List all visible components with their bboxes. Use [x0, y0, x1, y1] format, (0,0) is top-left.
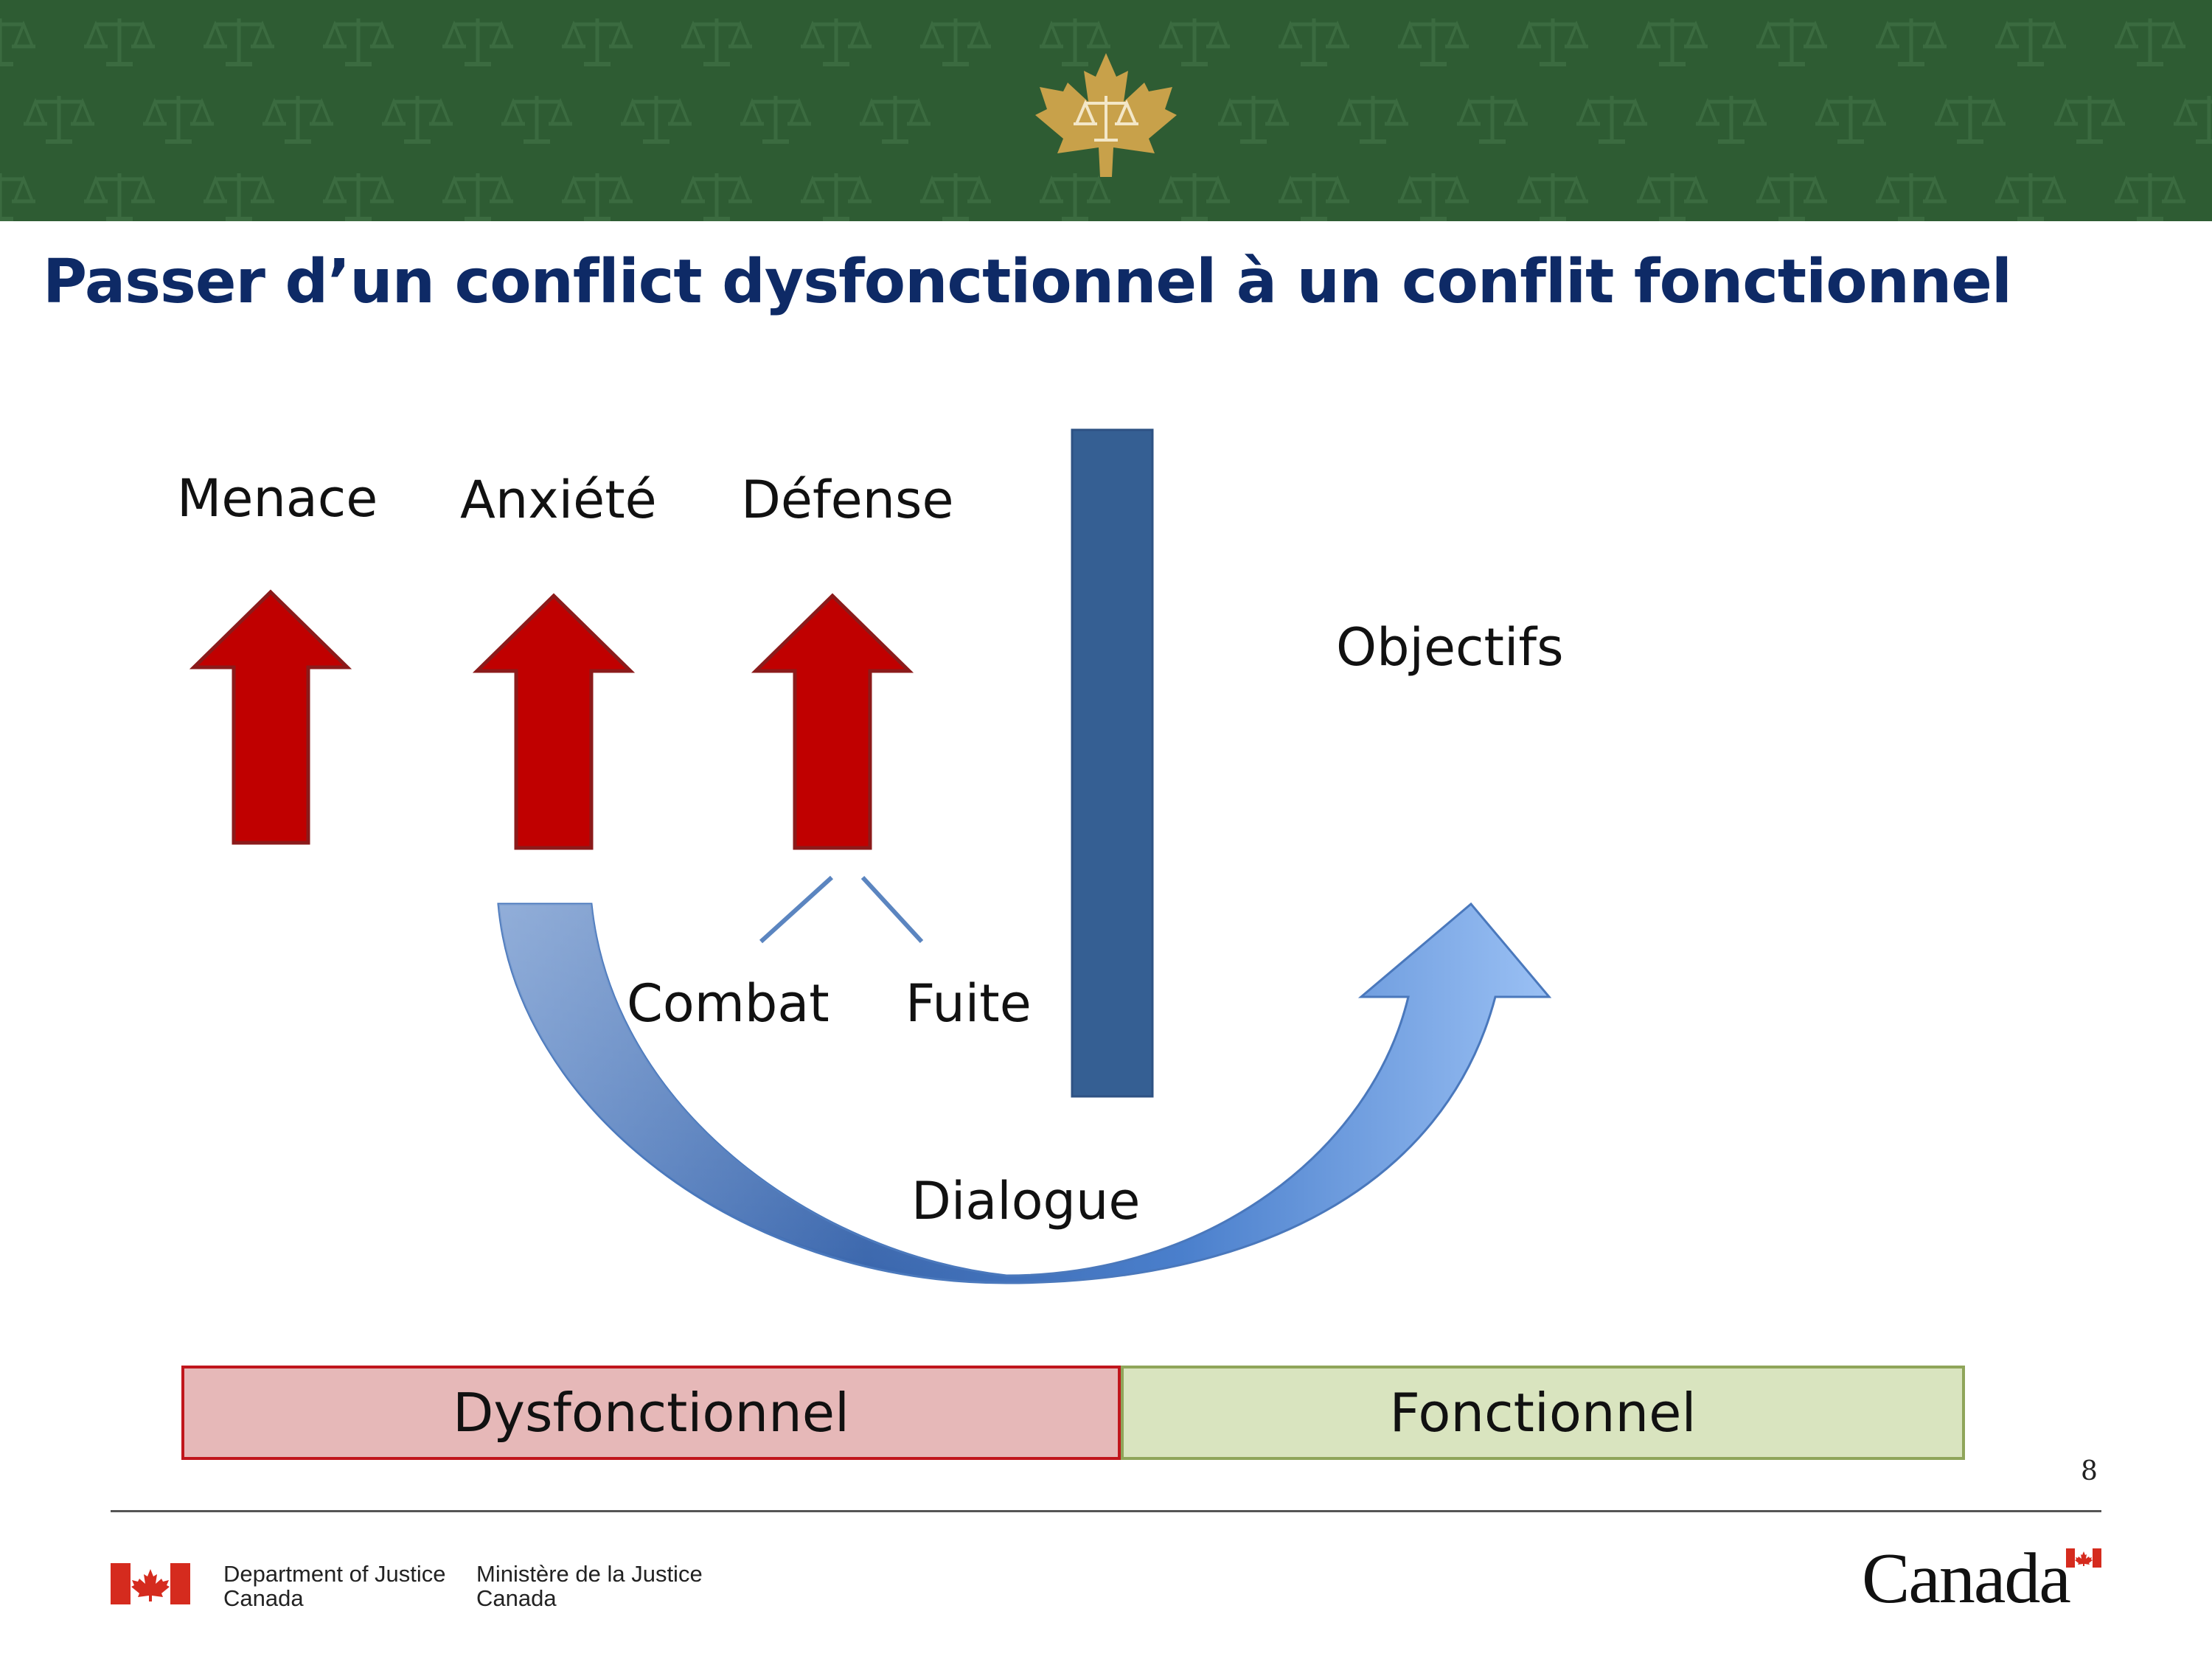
up-arrow-defense: [751, 593, 914, 850]
department-name-en: Department of Justice Canada: [223, 1562, 446, 1610]
slide-title: Passer d’un conflict dysfonctionnel à un…: [43, 247, 2012, 317]
up-arrow-anxiete: [472, 593, 636, 850]
dept-fr-line1: Ministère de la Justice: [476, 1561, 703, 1587]
wordmark-flag-icon: [2066, 1548, 2101, 1568]
scale-fonctionnel-label: Fonctionnel: [1389, 1382, 1697, 1444]
canada-wordmark: Canada: [1862, 1539, 2071, 1618]
label-menace: Menace: [177, 468, 378, 529]
label-fuite: Fuite: [905, 973, 1032, 1034]
branch-line-fuite: [860, 875, 924, 944]
label-combat: Combat: [627, 973, 830, 1034]
branch-line-combat: [759, 875, 834, 944]
curve-highlight: [498, 904, 1006, 1276]
department-name-fr: Ministère de la Justice Canada: [476, 1562, 703, 1610]
label-objectifs: Objectifs: [1336, 617, 1564, 678]
dept-en-line1: Department of Justice: [223, 1561, 446, 1587]
barrier-bar: [1071, 428, 1154, 1098]
header-pattern: [0, 0, 2212, 221]
dept-fr-line2: Canada: [476, 1585, 557, 1611]
scale-dysfonctionnel-label: Dysfonctionnel: [452, 1382, 850, 1444]
dept-en-line2: Canada: [223, 1585, 304, 1611]
maple-leaf-scales-icon: [1035, 53, 1177, 177]
footer-divider: [111, 1510, 2101, 1512]
up-arrow-menace: [189, 589, 352, 845]
scale-fonctionnel: Fonctionnel: [1121, 1366, 1965, 1460]
canada-flag-icon: [111, 1563, 190, 1604]
page-number: 8: [2081, 1456, 2098, 1486]
header-banner: [0, 0, 2212, 221]
conflict-diagram: [189, 428, 1552, 1284]
label-defense: Défense: [741, 470, 954, 530]
label-anxiete: Anxiété: [460, 470, 657, 530]
label-dialogue: Dialogue: [911, 1171, 1141, 1231]
scale-dysfonctionnel: Dysfonctionnel: [181, 1366, 1121, 1460]
